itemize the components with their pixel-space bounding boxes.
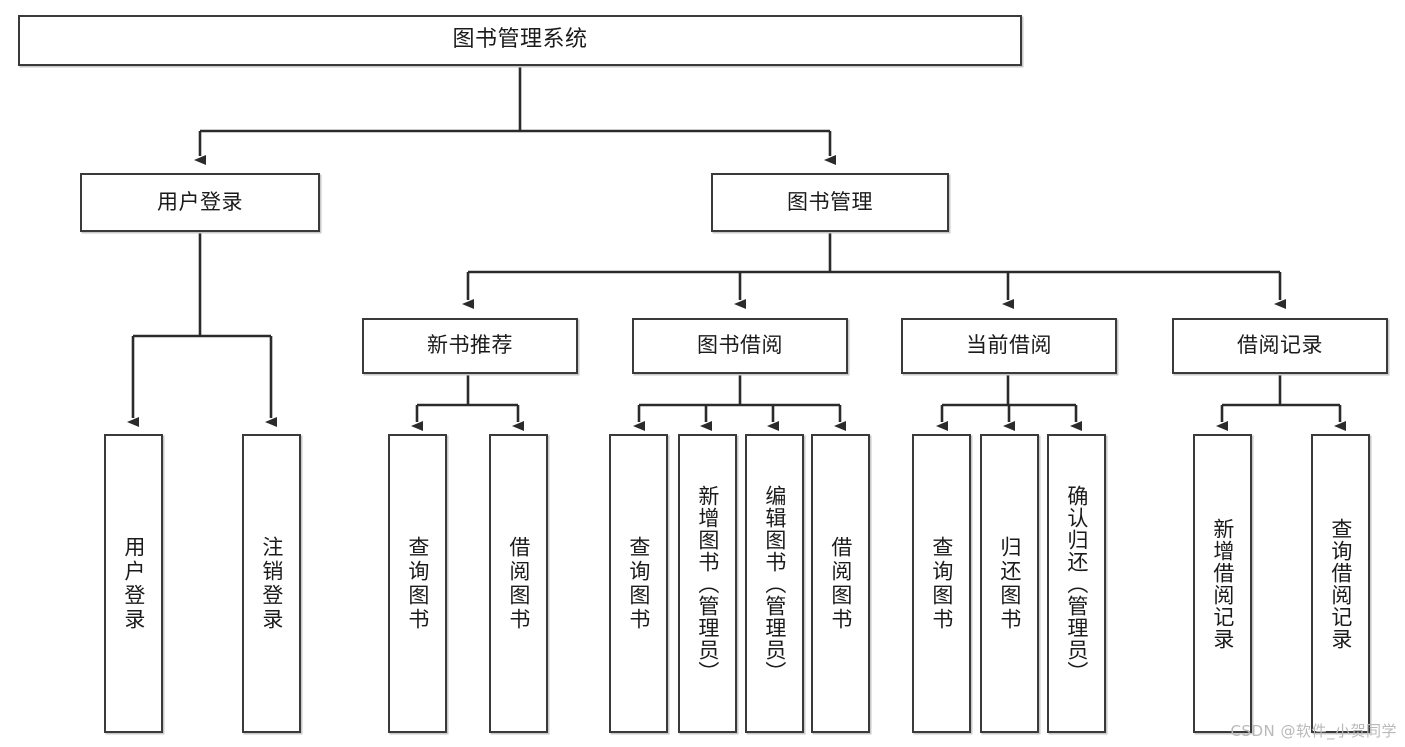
node-current-borrow[interactable]: 当前借阅 [901, 318, 1117, 374]
node-leaf-borrow-book-2[interactable]: 借阅图书 [811, 434, 870, 733]
node-leaf-return-book[interactable]: 归还图书 [980, 434, 1039, 733]
node-leaf-query-book-3[interactable]: 查询图书 [912, 434, 971, 733]
node-leaf-borrow-book-1-label: 借阅图书 [506, 535, 531, 632]
node-leaf-borrow-book-2-label: 借阅图书 [828, 535, 853, 632]
node-leaf-confirm-return-label: 确认归还（管理员） [1064, 484, 1089, 683]
node-leaf-return-book-label: 归还图书 [997, 535, 1022, 632]
node-leaf-add-record-label: 新增借阅记录 [1210, 517, 1235, 650]
node-leaf-add-book[interactable]: 新增图书（管理员） [678, 434, 737, 733]
node-leaf-add-book-label: 新增图书（管理员） [695, 484, 720, 683]
node-user-login-label: 用户登录 [157, 189, 243, 214]
node-book-manage-label: 图书管理 [787, 189, 873, 214]
node-book-borrow-label: 图书借阅 [697, 333, 783, 358]
node-leaf-borrow-book-1[interactable]: 借阅图书 [489, 434, 548, 733]
node-leaf-user-login-label: 用户登录 [121, 535, 146, 632]
node-borrow-record[interactable]: 借阅记录 [1172, 318, 1388, 374]
node-leaf-query-book-2-label: 查询图书 [626, 535, 651, 632]
node-leaf-query-book-3-label: 查询图书 [929, 535, 954, 632]
node-leaf-query-book-2[interactable]: 查询图书 [609, 434, 668, 733]
node-leaf-query-record-label: 查询借阅记录 [1328, 517, 1353, 650]
node-leaf-query-book-1[interactable]: 查询图书 [388, 434, 447, 733]
node-current-borrow-label: 当前借阅 [966, 333, 1052, 358]
node-root-label: 图书管理系统 [452, 27, 588, 53]
node-leaf-query-record[interactable]: 查询借阅记录 [1311, 434, 1370, 733]
node-leaf-logout-login-label: 注销登录 [259, 535, 284, 632]
node-book-manage[interactable]: 图书管理 [711, 173, 949, 232]
node-root[interactable]: 图书管理系统 [18, 15, 1022, 66]
node-borrow-record-label: 借阅记录 [1237, 333, 1323, 358]
node-leaf-user-login[interactable]: 用户登录 [104, 434, 163, 733]
node-user-login[interactable]: 用户登录 [80, 173, 320, 232]
csdn-watermark: CSDN @软件_小贺同学 [1230, 722, 1397, 740]
node-leaf-confirm-return[interactable]: 确认归还（管理员） [1047, 434, 1106, 733]
node-leaf-query-book-1-label: 查询图书 [405, 535, 430, 632]
node-leaf-add-record[interactable]: 新增借阅记录 [1193, 434, 1252, 733]
node-leaf-edit-book-label: 编辑图书（管理员） [762, 484, 787, 683]
node-book-borrow[interactable]: 图书借阅 [632, 318, 848, 374]
node-leaf-logout-login[interactable]: 注销登录 [242, 434, 301, 733]
node-new-book-rec-label: 新书推荐 [427, 333, 513, 358]
node-new-book-rec[interactable]: 新书推荐 [362, 318, 578, 374]
node-leaf-edit-book[interactable]: 编辑图书（管理员） [745, 434, 804, 733]
